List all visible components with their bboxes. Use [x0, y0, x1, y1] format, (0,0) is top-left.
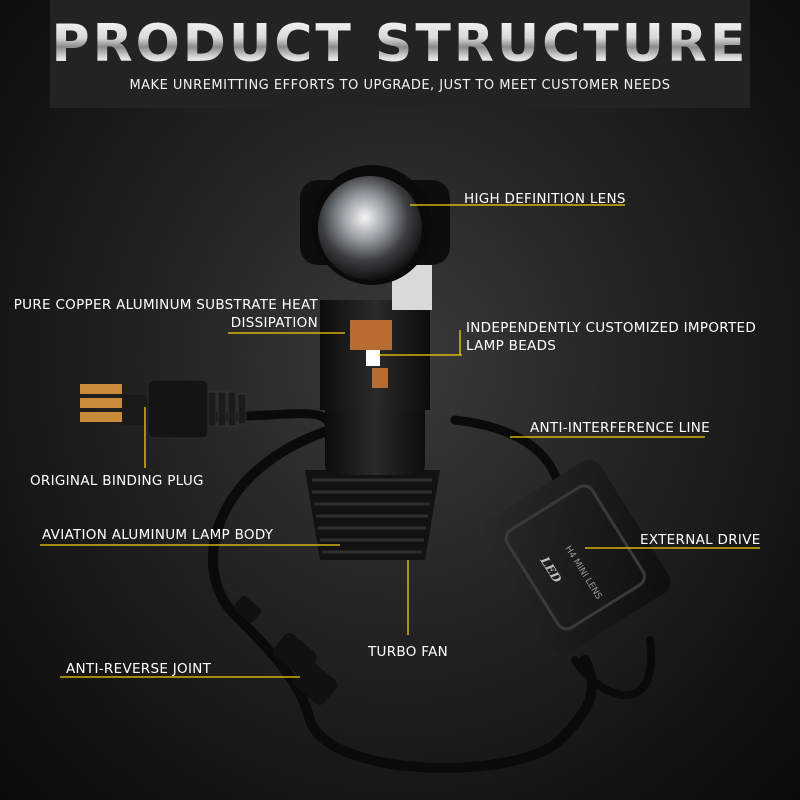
- label-anti-interference-line: ANTI-INTERFERENCE LINE: [530, 420, 710, 436]
- label-copper-substrate-line1: PURE COPPER ALUMINUM SUBSTRATE HEAT: [13, 297, 318, 313]
- label-lamp-beads-line1: INDEPENDENTLY CUSTOMIZED IMPORTED: [466, 320, 757, 336]
- label-aviation-aluminum-lamp-body: AVIATION ALUMINUM LAMP BODY: [42, 527, 274, 543]
- original-binding-plug: [80, 379, 247, 439]
- label-anti-reverse-joint: ANTI-REVERSE JOINT: [66, 661, 212, 677]
- anti-reverse-joint: [233, 596, 338, 705]
- leader-lines: [40, 204, 760, 678]
- led-bead: [366, 350, 380, 366]
- label-copper-substrate-line2: DISSIPATION: [230, 315, 318, 331]
- turbo-fan: [305, 470, 440, 560]
- lamp-base: [325, 400, 425, 475]
- copper-substrate: [350, 320, 392, 350]
- label-original-binding-plug: ORIGINAL BINDING PLUG: [30, 473, 204, 489]
- label-high-definition-lens: HIGH DEFINITION LENS: [464, 191, 626, 207]
- high-definition-lens: [318, 176, 422, 280]
- label-turbo-fan: TURBO FAN: [368, 644, 449, 660]
- label-lamp-beads-line2: LAMP BEADS: [466, 338, 557, 354]
- external-drive-box: LED H4 MINI LENS: [480, 459, 671, 655]
- page-title: PRODUCT STRUCTURE: [51, 14, 749, 74]
- page-subtitle: MAKE UNREMITTING EFFORTS TO UPGRADE, JUS…: [129, 78, 671, 93]
- header-banner: PRODUCT STRUCTURE MAKE UNREMITTING EFFOR…: [50, 0, 750, 108]
- label-external-drive: EXTERNAL DRIVE: [640, 532, 761, 548]
